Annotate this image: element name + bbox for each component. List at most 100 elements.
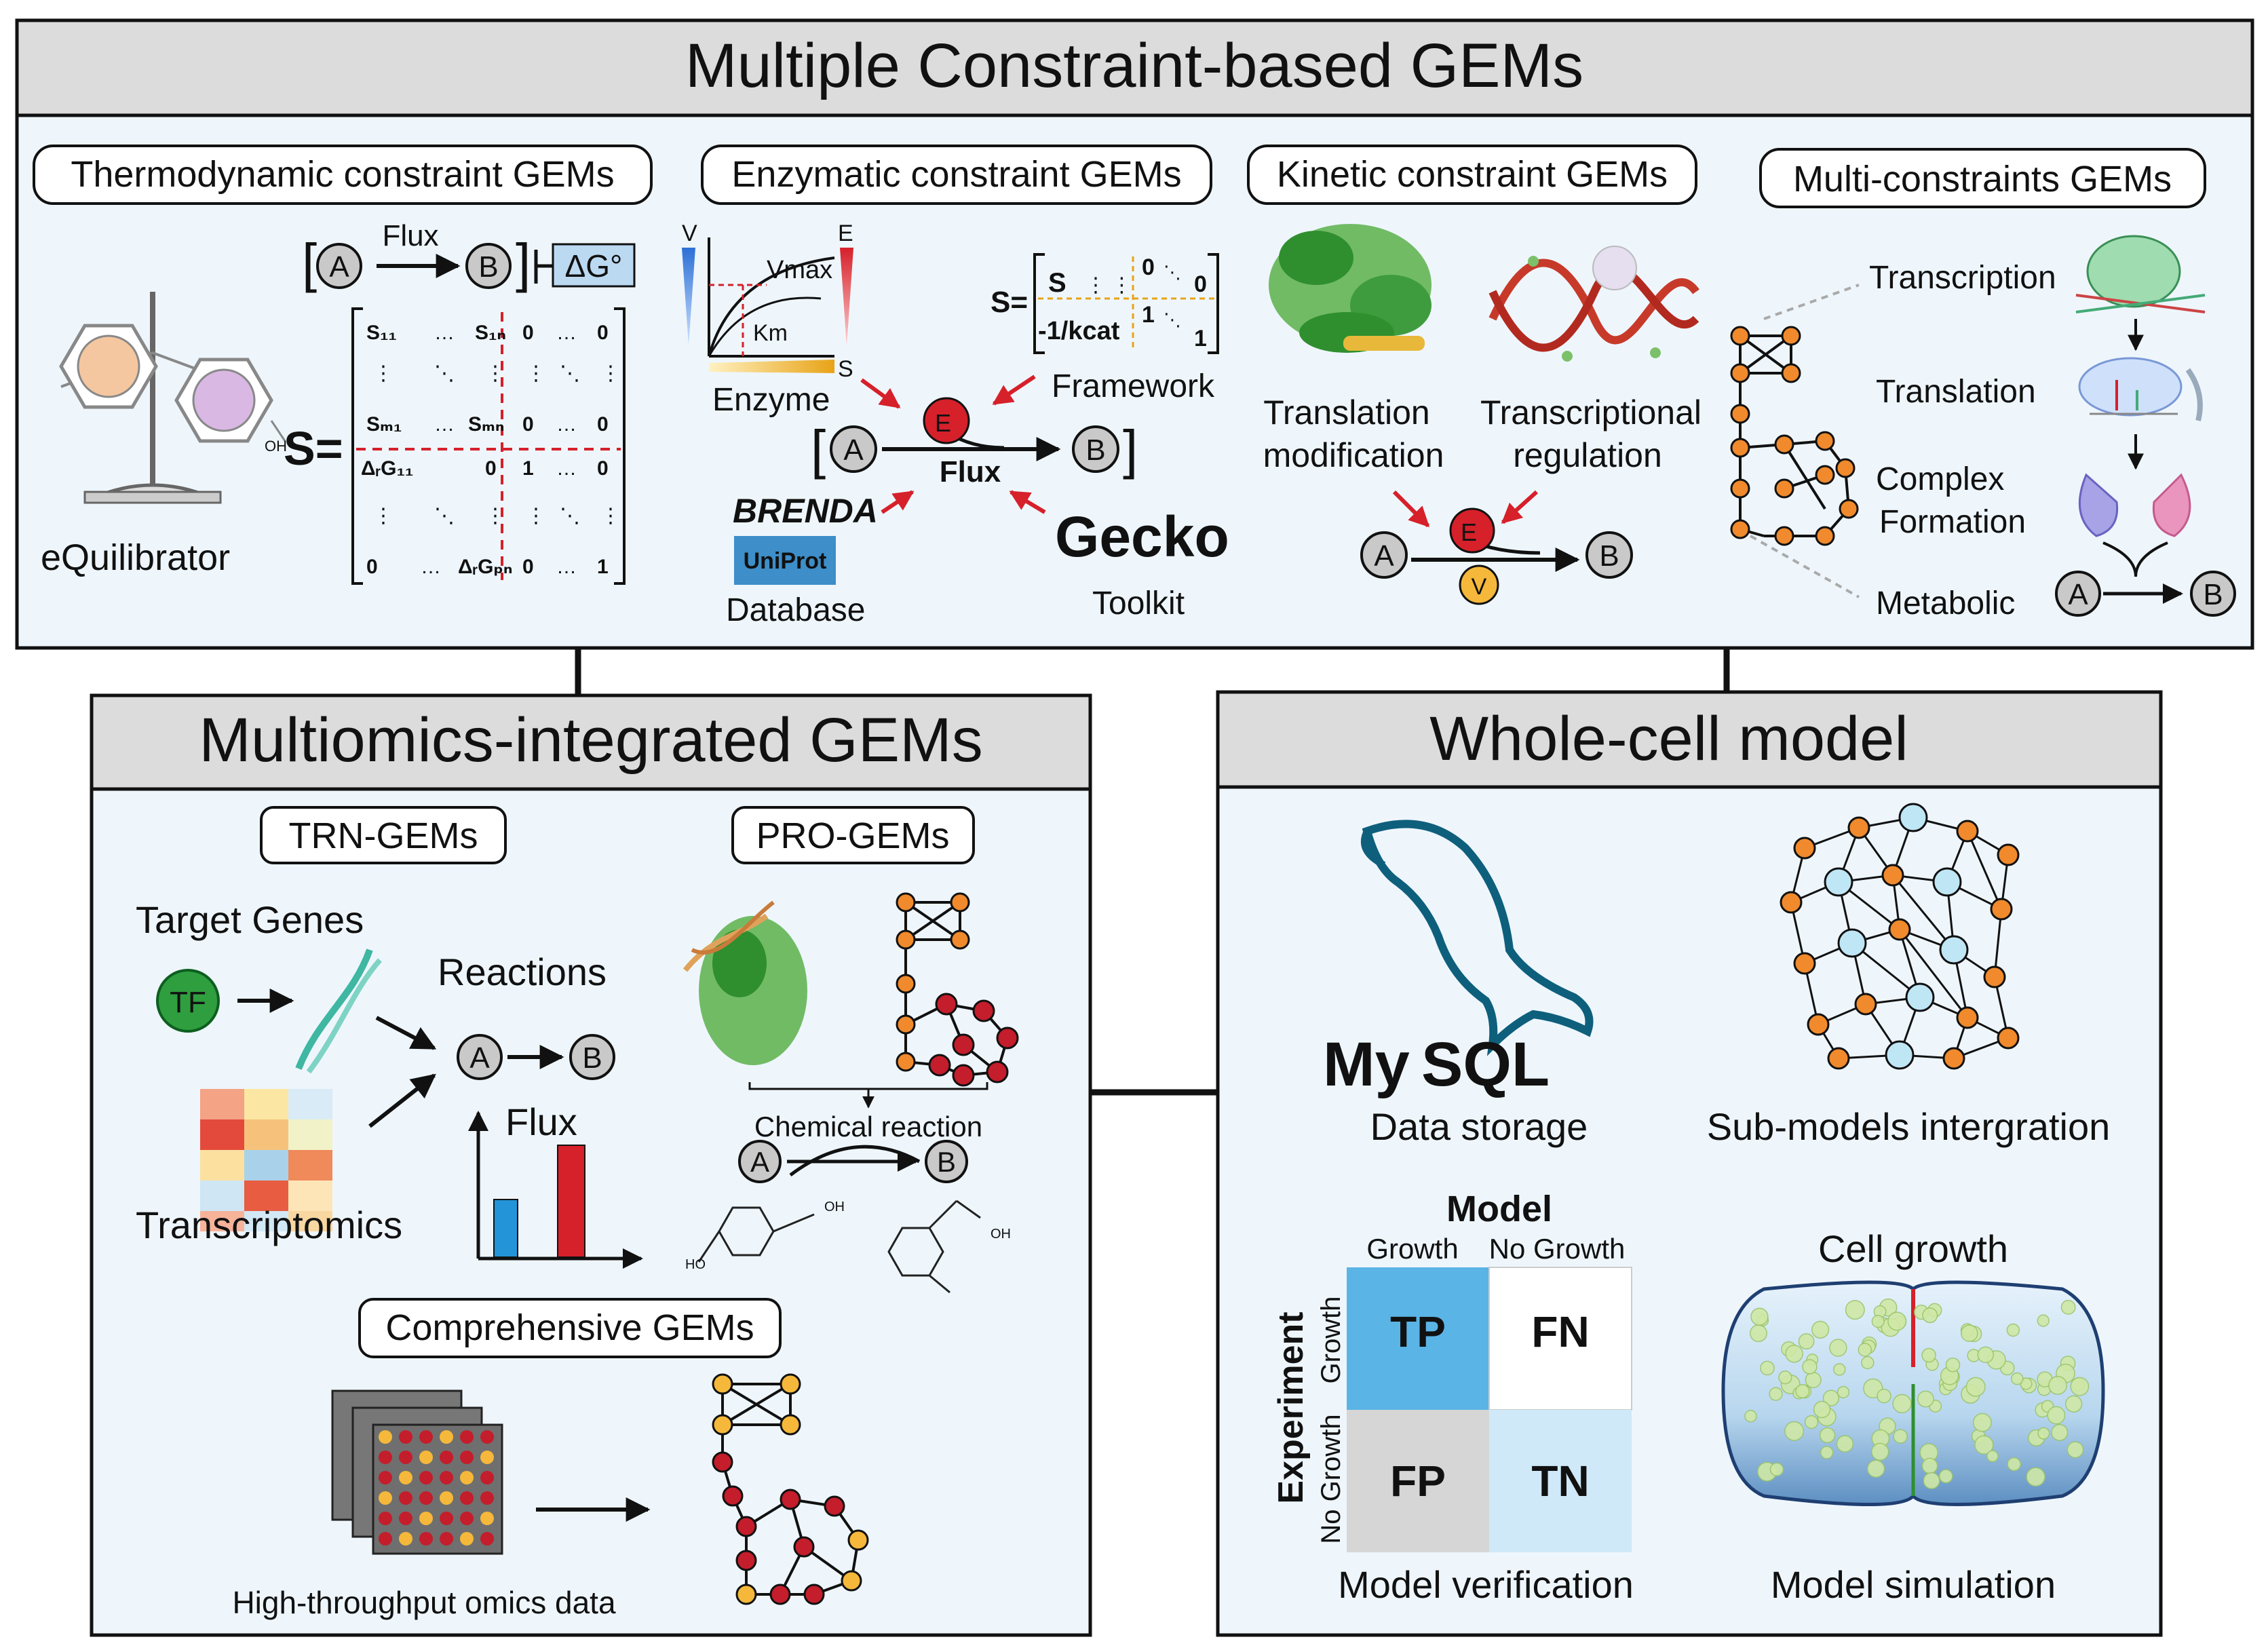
thermo-label: Thermodynamic constraint GEMs	[71, 154, 614, 195]
panel-connectors	[575, 648, 1730, 1096]
svg-text:modification: modification	[1263, 436, 1444, 474]
svg-text:⋮: ⋮	[526, 505, 546, 527]
omics-dot	[480, 1430, 494, 1444]
delta-g-box	[552, 243, 636, 288]
top-panel: Multiple Constraint-based GEMs	[15, 18, 2254, 650]
high-throughput-label: High-throughput omics data	[232, 1585, 616, 1620]
cell-particle	[2037, 1427, 2050, 1440]
omics-dot	[379, 1430, 392, 1444]
cell-particle	[1861, 1356, 1875, 1370]
omics-dot	[440, 1512, 453, 1525]
network-node	[1939, 935, 1969, 965]
svg-text:B: B	[582, 1041, 602, 1075]
svg-text:Growth: Growth	[1366, 1233, 1458, 1265]
cell-particle	[1965, 1377, 1986, 1397]
omics-dot	[379, 1512, 392, 1525]
cell-fn	[1488, 1267, 1632, 1411]
framework-label: Framework	[1052, 368, 1215, 404]
toolkit-label: Toolkit	[1092, 586, 1185, 621]
cell-tp	[1347, 1267, 1489, 1410]
submodels-label: Sub-models intergration	[1707, 1105, 2111, 1148]
cell-particle	[1802, 1359, 1818, 1375]
svg-text:…: …	[556, 322, 577, 344]
thermo-flux-label: Flux	[382, 219, 438, 252]
svg-text:⋮: ⋮	[526, 362, 546, 385]
cell-particle	[2064, 1395, 2083, 1413]
cell-particle	[1837, 1385, 1850, 1399]
cell-particle	[1744, 1409, 1757, 1423]
cell-particle	[1921, 1347, 1936, 1363]
svg-text:1: 1	[1194, 326, 1207, 351]
submodels-network-graph	[1780, 803, 2020, 1070]
omics-dot	[480, 1471, 494, 1484]
cell-particle	[1917, 1390, 1934, 1408]
network-node	[1956, 820, 1979, 843]
svg-text:OH: OH	[824, 1200, 845, 1214]
thermo-node-a-label: A	[329, 250, 349, 284]
cell-particle	[1785, 1344, 1803, 1363]
svg-text:OH: OH	[991, 1227, 1011, 1242]
svg-text:⋮: ⋮	[373, 362, 393, 385]
cell-particle	[1813, 1400, 1831, 1419]
omics-dot	[399, 1451, 412, 1464]
cell-particle	[1798, 1333, 1815, 1349]
network-node	[1898, 803, 1928, 832]
delta-g-label: ΔG°	[565, 248, 623, 284]
network-node	[1793, 837, 1816, 860]
database-label: Database	[726, 592, 865, 628]
cell-particle	[1986, 1450, 1999, 1463]
svg-text:A: A	[2068, 578, 2088, 611]
omics-dot	[440, 1532, 453, 1546]
svg-text:1: 1	[597, 556, 609, 578]
svg-text:⋮: ⋮	[373, 505, 393, 527]
ribosome-icon	[2078, 357, 2203, 421]
omics-dot	[399, 1430, 412, 1444]
cell-particle	[2047, 1406, 2066, 1425]
cell-particle	[1921, 1457, 1938, 1474]
cell-particle	[2060, 1299, 2076, 1315]
cell-particle	[1829, 1339, 1847, 1357]
network-node	[1824, 867, 1853, 897]
svg-text:regulation: regulation	[1513, 436, 1662, 474]
network-node	[1905, 982, 1935, 1012]
svg-text:S₁ₙ: S₁ₙ	[475, 322, 506, 344]
confusion-experiment-label: Experiment	[1271, 1311, 1311, 1503]
confusion-model-label: Model	[1446, 1189, 1552, 1229]
svg-text:E: E	[838, 220, 853, 246]
cell-particle	[1778, 1370, 1792, 1385]
svg-text:…: …	[556, 556, 577, 578]
thermo-section: Thermodynamic constraint GEMs Flux [ A B…	[33, 145, 653, 585]
cell-particle	[1805, 1371, 1822, 1389]
network-node	[1932, 867, 1962, 897]
svg-text:…: …	[421, 556, 441, 578]
svg-text:]: ]	[1123, 419, 1138, 480]
svg-text:A: A	[1374, 539, 1394, 573]
enzymatic-reaction: [ A E Flux B ]	[811, 375, 1138, 514]
cell-particle	[2051, 1423, 2069, 1441]
cell-fp	[1347, 1410, 1489, 1552]
omics-dot	[440, 1430, 453, 1444]
flux-bar-chart: Flux	[468, 1100, 643, 1269]
svg-text:0: 0	[522, 556, 534, 578]
dna-helix-icon	[1488, 246, 1699, 362]
svg-text:…: …	[556, 413, 577, 436]
svg-text:B: B	[1599, 539, 1619, 573]
omics-dot	[480, 1491, 494, 1505]
data-storage-label: Data storage	[1370, 1105, 1588, 1148]
svg-text:0: 0	[1194, 271, 1207, 297]
svg-text:FN: FN	[1531, 1307, 1589, 1356]
cell-particle	[1784, 1421, 1805, 1441]
wholecell-title: Whole-cell model	[1429, 704, 1908, 773]
svg-text:Formation: Formation	[1879, 504, 2026, 540]
svg-text:Growth: Growth	[1316, 1297, 1346, 1384]
flux-label: Flux	[505, 1100, 577, 1143]
svg-text:Translation: Translation	[1263, 394, 1429, 431]
svg-text:[: [	[811, 419, 826, 480]
submodels-section: Sub-models intergration	[1707, 803, 2111, 1148]
enzyme-label: Enzyme	[712, 382, 830, 418]
omics-dot	[379, 1532, 392, 1546]
pro-label: PRO-GEMs	[756, 816, 949, 856]
omics-dot	[379, 1451, 392, 1464]
kinetic-reaction: A E V B	[1360, 490, 1633, 605]
